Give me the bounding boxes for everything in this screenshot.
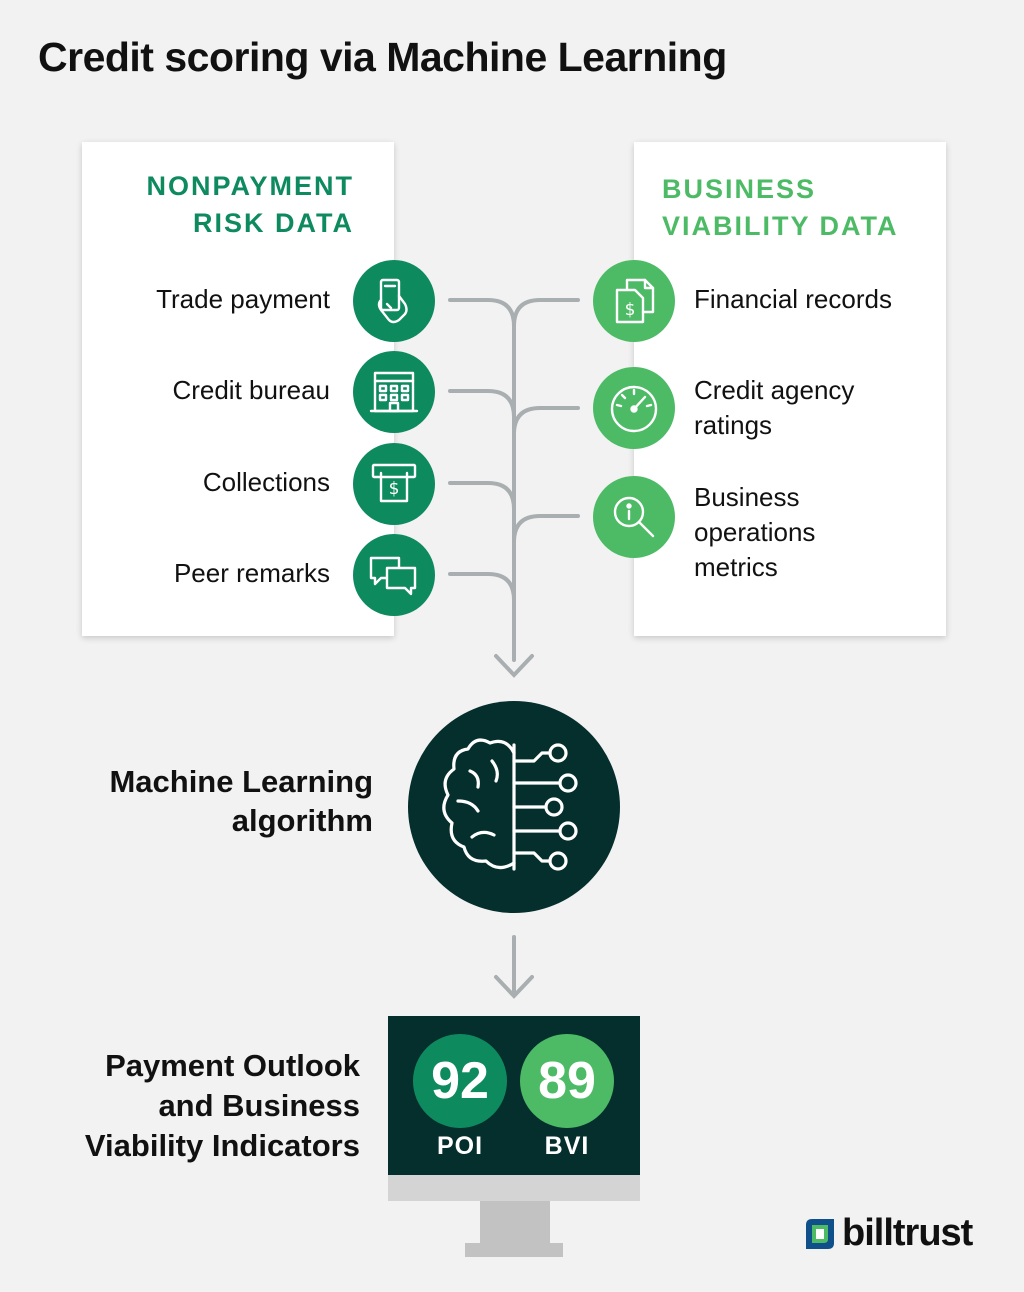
- nonpayment-heading: NONPAYMENT RISK DATA: [146, 168, 354, 242]
- label-line: algorithm: [231, 803, 373, 838]
- arrow-to-ml: [494, 654, 534, 678]
- brand-name: billtrust: [842, 1212, 973, 1254]
- label-credit-bureau: Credit bureau: [172, 375, 330, 405]
- label-line: metrics: [694, 552, 778, 582]
- poi-score: 92: [413, 1034, 507, 1128]
- connector-collections: [448, 481, 516, 511]
- label-line: ratings: [694, 410, 773, 440]
- viability-heading: BUSINESS VIABILITY DATA: [662, 171, 899, 245]
- hand-card-icon: [353, 260, 435, 342]
- label-collections: Collections: [202, 467, 330, 497]
- monitor-stand: [480, 1201, 550, 1243]
- label-line: Credit agency: [694, 375, 855, 405]
- label-trade-payment: Trade payment: [156, 284, 330, 314]
- heading-line: RISK DATA: [193, 208, 354, 238]
- business-viability-card: [634, 142, 946, 636]
- bvi-score: 89: [520, 1034, 614, 1128]
- billtrust-brand: billtrust: [804, 1212, 973, 1255]
- connector-peer-remarks: [448, 572, 516, 602]
- connector-trade-payment: [448, 298, 516, 662]
- monitor-bezel: [388, 1175, 640, 1201]
- connector-business-ops: [512, 514, 580, 544]
- svg-text:$: $: [389, 479, 400, 499]
- magnifier-info-icon: [593, 476, 675, 558]
- label-line: Machine Learning: [109, 764, 373, 799]
- nonpayment-risk-card: [82, 142, 394, 636]
- monitor-base: [465, 1243, 563, 1257]
- label-line: Viability Indicators: [84, 1128, 360, 1163]
- heading-line: VIABILITY DATA: [662, 211, 899, 241]
- bvi-caption: BVI: [544, 1132, 590, 1160]
- label-line: operations: [694, 517, 816, 547]
- heading-line: NONPAYMENT: [146, 171, 354, 201]
- poi-caption: POI: [436, 1132, 484, 1160]
- label-line: Business: [694, 482, 800, 512]
- label-peer-remarks: Peer remarks: [173, 558, 330, 588]
- connector-credit-bureau: [448, 389, 516, 419]
- indicators-label: Payment Outlook and Business Viability I…: [85, 1046, 360, 1166]
- chat-bubbles-icon: [353, 534, 435, 616]
- connector-credit-agency: [512, 406, 580, 436]
- label-line: Payment Outlook: [105, 1048, 360, 1083]
- cash-dispense-icon: $: [353, 443, 435, 525]
- billtrust-logo-icon: [806, 1218, 834, 1249]
- label-line: Financial records: [694, 284, 892, 314]
- connector-financial-records: [512, 298, 580, 328]
- label-credit-agency-ratings: Credit agency ratings: [694, 373, 854, 443]
- svg-text:$: $: [625, 300, 636, 320]
- ml-algorithm-label: Machine Learning algorithm: [109, 762, 373, 840]
- label-business-operations-metrics: Business operations metrics: [694, 480, 815, 585]
- page-title: Credit scoring via Machine Learning: [38, 34, 727, 80]
- brain-circuit-icon: [408, 701, 620, 913]
- heading-line: BUSINESS: [662, 174, 817, 204]
- label-line: and Business: [158, 1088, 360, 1123]
- arrow-to-output-head: [494, 975, 534, 999]
- label-financial-records: Financial records: [694, 282, 892, 317]
- gauge-icon: [593, 367, 675, 449]
- documents-dollar-icon: $: [593, 260, 675, 342]
- building-icon: [353, 351, 435, 433]
